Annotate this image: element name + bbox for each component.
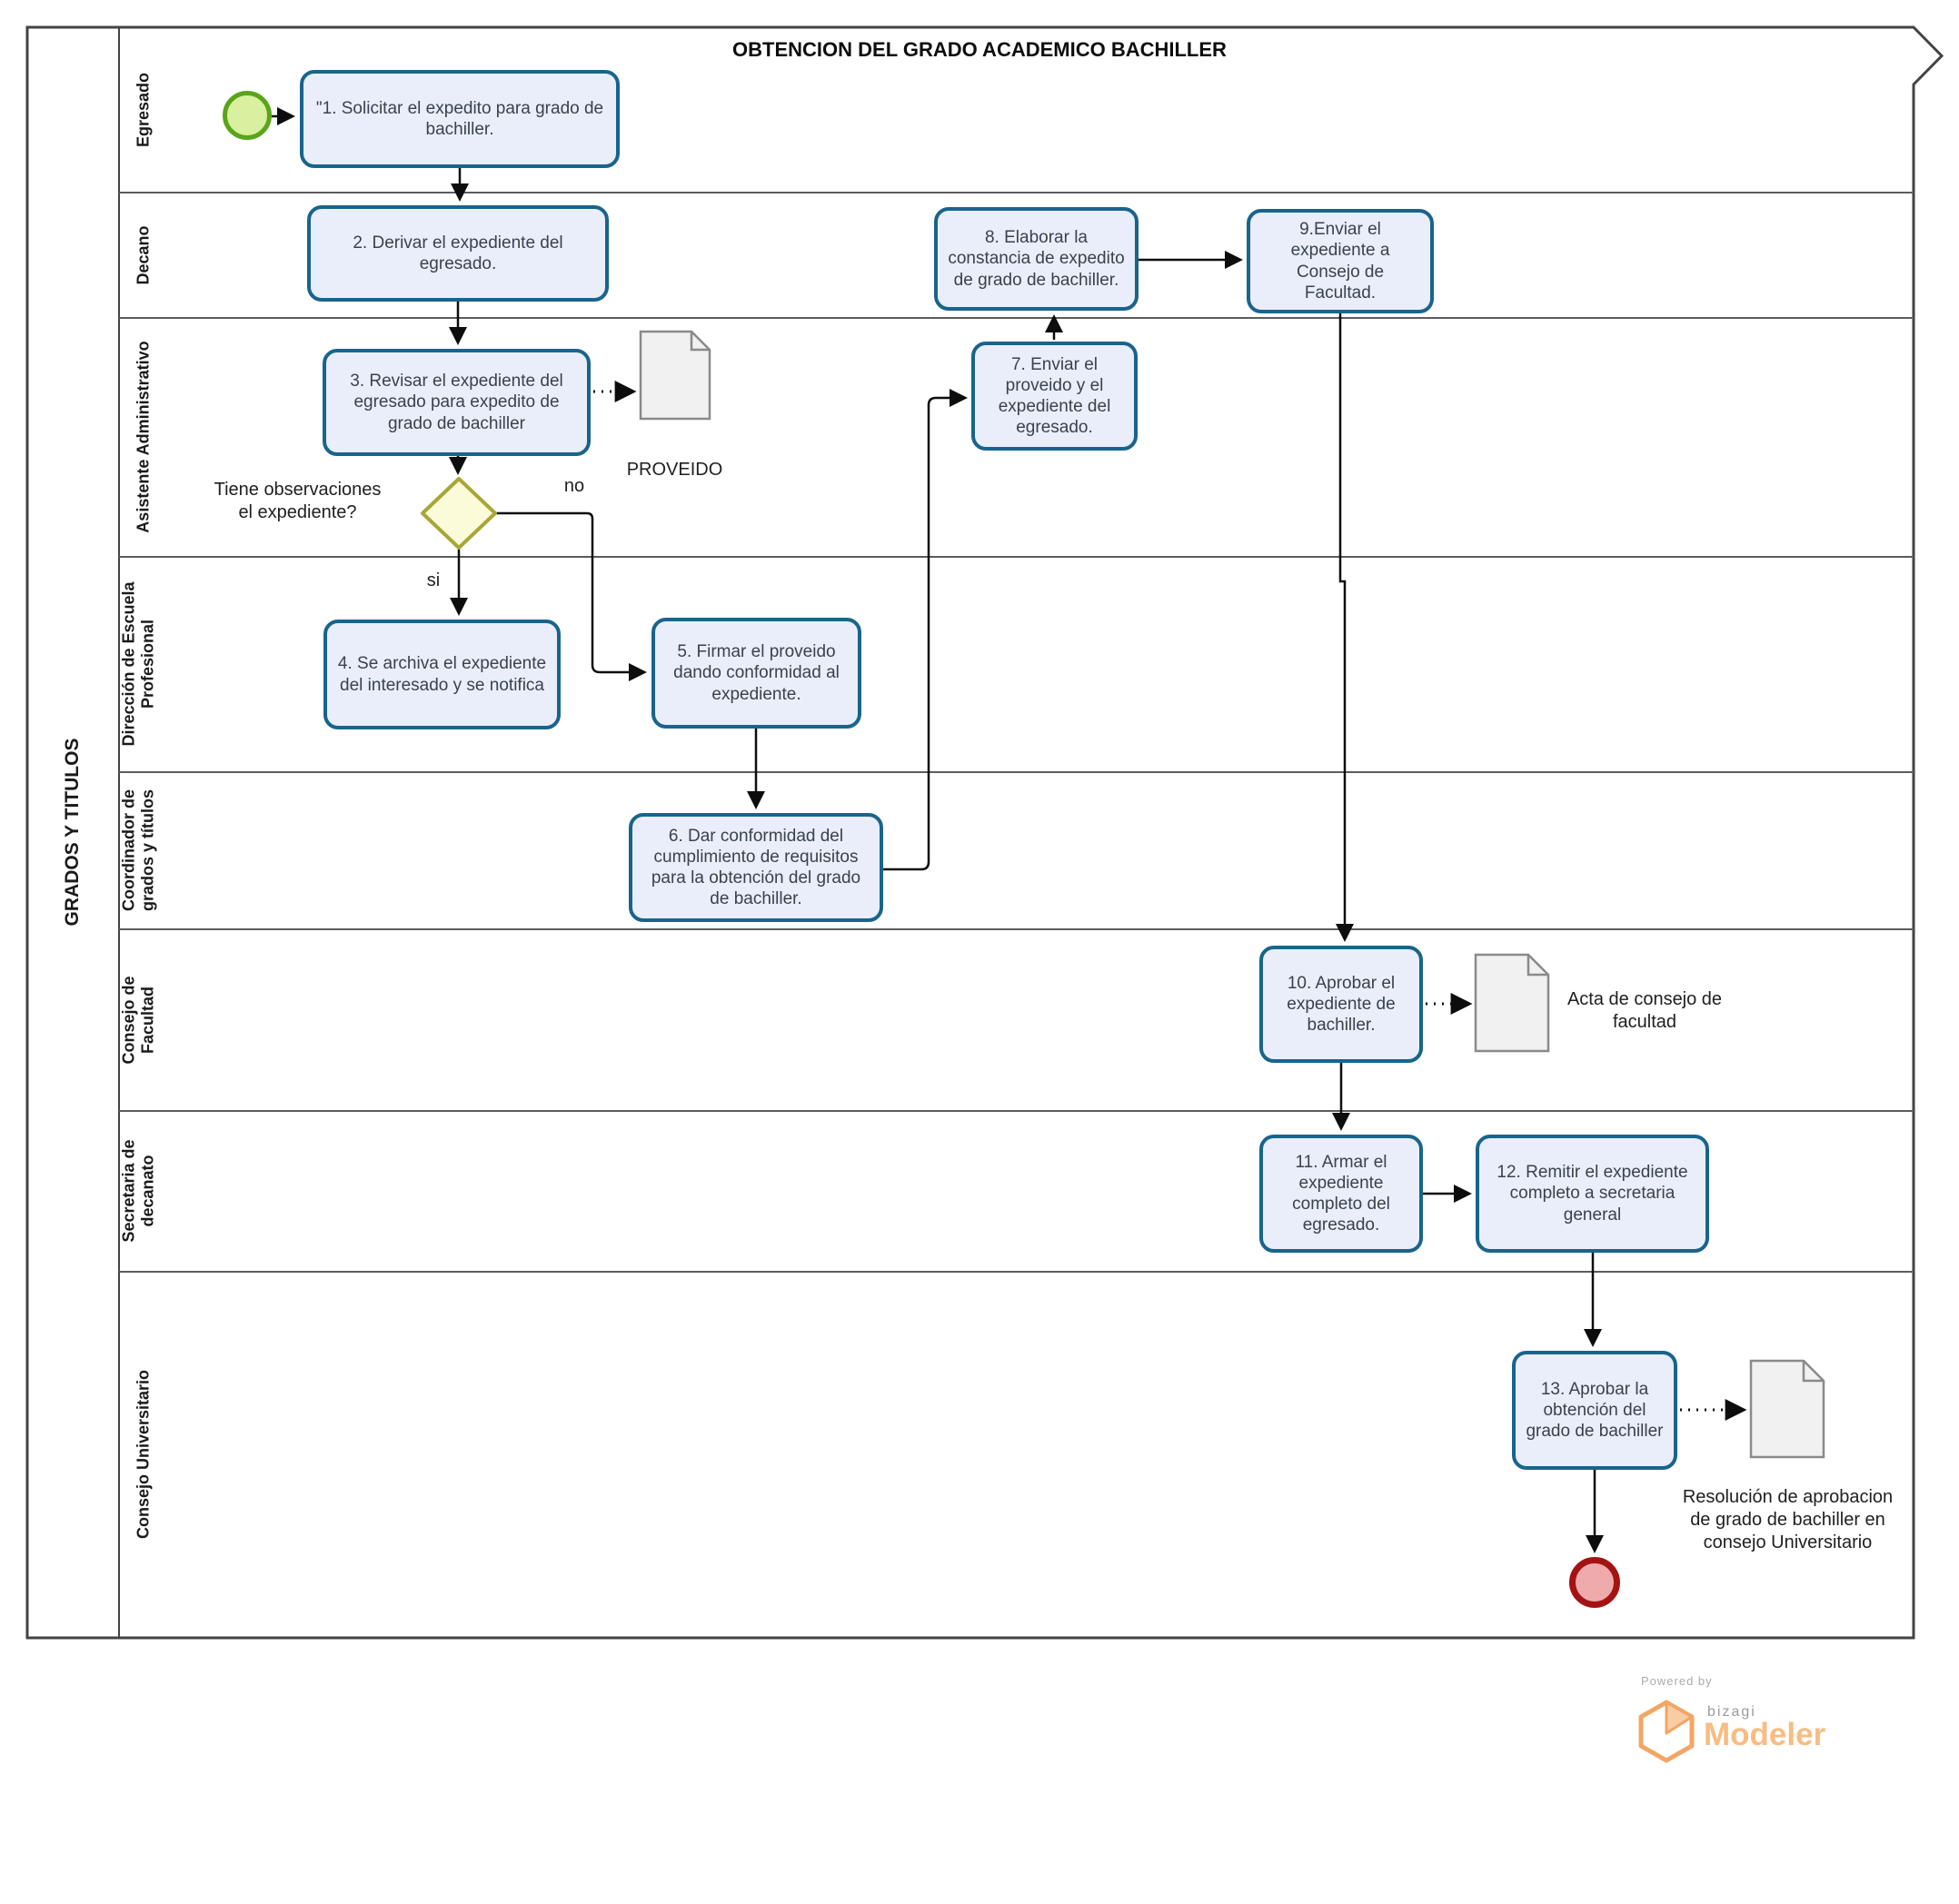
task-6-dar-conformidad[interactable]: 6. Dar conformidad del cumplimiento de r… [629,813,883,922]
lane-label-decano: Decano [134,225,153,285]
pool-frame [25,25,1944,1640]
document-proveido-label: PROVEIDO [626,460,723,480]
flow-gateway-no-to-task5 [495,511,647,681]
task-3-revisar-expediente[interactable]: 3. Revisar el expediente del egresado pa… [323,349,591,456]
task-12-remitir-expediente[interactable]: 12. Remitir el expediente completo a sec… [1476,1135,1709,1253]
modeler-product-label: Modeler [1704,1717,1826,1752]
document-acta-icon[interactable] [1474,953,1550,1053]
gateway-si-label: si [426,570,441,590]
pool-label: GRADOS Y TITULOS [62,738,83,927]
gateway-no-label: no [563,476,585,496]
end-event[interactable] [1569,1557,1620,1608]
lane-label-consejo-facultad: Consejo de Facultad [119,976,156,1065]
lane-label-egresado: Egresado [134,72,153,148]
task-7-enviar-proveido[interactable]: 7. Enviar el proveido y el expediente de… [971,342,1138,451]
document-proveido-icon[interactable] [639,330,711,421]
start-event[interactable] [223,91,272,140]
task-10-aprobar-expediente[interactable]: 10. Aprobar el expediente de bachiller. [1259,946,1423,1063]
lane-label-asistente-administrativo: Asistente Administrativo [134,341,153,533]
lane-label-direccion-escuela: Dirección de Escuela Profesional [119,581,156,747]
diagram-title: OBTENCION DEL GRADO ACADEMICO BACHILLER [732,38,1227,61]
lane-label-coordinador-grados: Coordinador de grados y títulos [119,788,156,912]
lane-label-secretaria-decanato: Secretaria de decanato [119,1139,156,1243]
task-5-firmar-proveido[interactable]: 5. Firmar el proveido dando conformidad … [651,618,861,729]
document-resolucion-icon[interactable] [1749,1359,1825,1459]
powered-by-label: Powered by [1641,1674,1713,1688]
task-2-derivar-expediente[interactable]: 2. Derivar el expediente del egresado. [307,205,609,302]
document-acta-label: Acta de consejo de facultad [1566,989,1723,1032]
bizagi-logo-icon [1638,1700,1695,1763]
task-9-enviar-expediente[interactable]: 9.Enviar el expediente a Consejo de Facu… [1247,209,1434,313]
task-8-elaborar-constancia[interactable]: 8. Elaborar la constancia de expedito de… [934,207,1139,311]
gateway-tiene-observaciones[interactable] [421,477,497,550]
lane-label-consejo-universitario: Consejo Universitario [134,1369,153,1540]
task-4-archivar-expediente[interactable]: 4. Se archiva el expediente del interesa… [323,620,561,729]
flow-task9-to-task10 [1336,313,1354,942]
task-11-armar-expediente[interactable]: 11. Armar el expediente completo del egr… [1259,1135,1423,1253]
bizagi-brand-label: bizagi [1707,1704,1756,1720]
task-1-solicitar-expedito[interactable]: "1. Solicitar el expedito para grado de … [300,70,620,168]
flow-task6-to-task7 [883,389,968,871]
task-13-aprobar-obtencion[interactable]: 13. Aprobar la obtención del grado de ba… [1512,1351,1677,1470]
gateway-question-label: Tiene observaciones el expediente? [214,480,382,522]
document-resolucion-label: Resolución de aprobacion de grado de bac… [1682,1487,1894,1552]
